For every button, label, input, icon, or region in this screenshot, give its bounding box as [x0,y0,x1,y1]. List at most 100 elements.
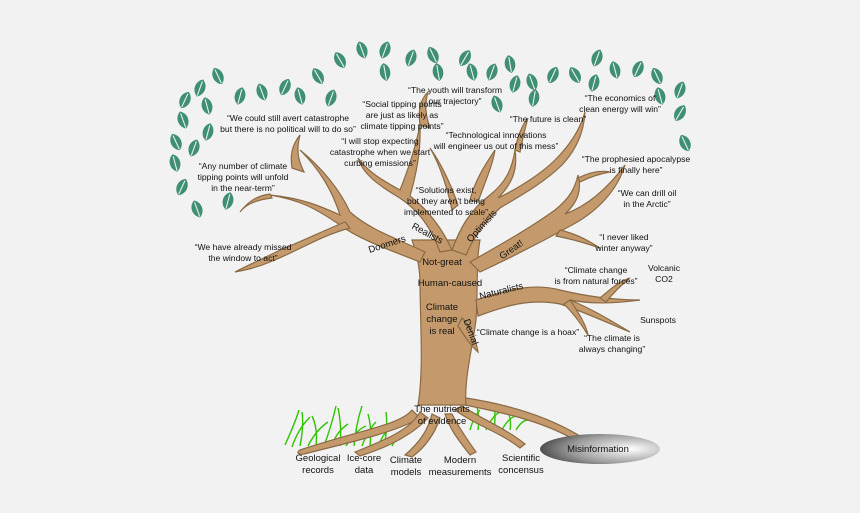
leaf-icon [402,47,420,69]
leaf-icon [167,152,183,174]
leaf-icon [166,131,186,153]
leaf-icon [565,64,585,86]
leaf-icon [188,198,206,220]
quote-solutions-1: “Solutions exist, [416,185,477,195]
root-models-1: Climate [390,455,422,466]
leaf-icon [423,44,443,66]
leaf-icon [232,85,248,107]
leaf-icon [588,47,606,69]
root-models-2: models [391,467,422,478]
quote-economics-1: “The economics of [585,93,656,103]
leaf-icon [174,109,192,131]
quote-youth-2: our trajectory” [428,96,481,106]
quote-stop-1: “I will stop expecting [341,136,419,146]
leaf-icon [488,93,506,115]
leaf-icon [353,39,371,61]
leaf-icon [670,102,690,124]
quote-missed-2: the window to act” [208,253,277,263]
root-labels: Geological records Ice-core data Climate… [296,453,544,478]
quote-tech-1: “Technological innovations [446,130,547,140]
leaf-icon [607,59,623,81]
root-icecore-1: Ice-core [347,453,381,464]
quote-drill-1: “We can drill oil [618,188,677,198]
quote-stop-3: curbing emissions” [344,158,416,168]
root-icecore-2: data [355,465,374,476]
quote-avert-1: “We could still avert catastrophe [227,113,349,123]
leaf-icon [671,79,689,101]
leaf-icon [507,73,523,95]
leaf-icon [208,65,228,87]
quote-any-number-3: in the near-term” [211,183,275,193]
quote-avert-2: but there is no political will to do so” [220,124,356,134]
real-label-1: Climate [426,302,458,313]
leaf-icon [308,65,328,87]
leaf-icon [502,53,518,75]
leaf-icon [464,61,480,83]
quote-social-2: are just as likely as [366,110,439,120]
leaf-icon [322,87,340,109]
quote-prophesied-2: is finally here” [609,165,662,175]
leaf-icon [185,137,203,159]
root-scientific-2: concensus [498,465,544,476]
leaf-icon [172,176,192,198]
leaf-icon [191,77,209,99]
quote-drill-2: in the Arctic” [623,199,670,209]
leaf-icon [526,87,542,109]
quote-natural-1: “Climate change [565,265,628,275]
root-modern-2: measurements [429,467,492,478]
quotes: “We could still avert catastrophe but th… [195,85,691,354]
leaf-icon [199,95,215,117]
leaf-icon [543,64,563,86]
quote-sunspots: Sunspots [640,315,676,325]
leaf-icon [377,61,393,83]
leaf-icon [253,81,271,103]
real-label-3: is real [429,326,454,337]
real-label-2: change [426,314,457,325]
root-scientific-1: Scientific [502,453,540,464]
nutrients-label-2: of evidence [418,416,467,427]
quote-missed-1: “We have already missed [195,242,292,252]
leaf-icon [330,49,350,71]
quote-clean: “The future is clean” [510,114,587,124]
leaf-icon [275,76,295,98]
quote-any-number-1: “Any number of climate [199,161,288,171]
leaf-icon [628,58,648,80]
not-great-label: Not-great [422,257,462,268]
quote-volcanic-1: Volcanic [648,263,681,273]
leaf-icon [586,72,602,94]
quote-hoax: “Climate change is a hoax” [477,327,579,337]
quote-stop-2: catastrophe when we start [330,147,431,157]
trunk-labels: Not-great Human-caused Climate change is… [414,257,482,427]
leaf-icon [175,89,195,111]
tree-trunk [234,89,641,458]
quote-social-1: “Social tipping points [362,99,441,109]
leaf-icon [647,65,667,87]
misinformation-badge: Misinformation [540,434,660,464]
quote-changing-1: “The climate is [584,333,640,343]
quote-natural-2: is from natural forces” [554,276,637,286]
quote-winter-2: winter anyway” [594,243,652,253]
misinformation-label: Misinformation [567,444,629,455]
leaf-icon [292,85,308,107]
leaf-icon [523,71,541,93]
leaf-icon [483,61,501,83]
quote-prophesied-1: “The prophesied apocalypse [582,154,691,164]
leaf-icon [430,61,446,83]
quote-social-3: climate tipping points” [360,121,443,131]
quote-economics-2: clean energy will win” [579,104,661,114]
quote-any-number-2: tipping points will unfold [198,172,289,182]
quote-changing-2: always changing” [579,344,646,354]
root-geological-2: records [302,465,334,476]
quote-volcanic-2: CO2 [655,274,673,284]
leaf-icon [220,190,236,212]
leaf-icon [376,39,394,61]
root-geological-1: Geological [296,453,341,464]
root-modern-1: Modern [444,455,476,466]
quote-solutions-2: but they aren’t being [407,196,485,206]
quote-winter-1: “I never liked [599,232,648,242]
quote-tech-2: will engineer us out of this mess” [433,141,559,151]
leaf-icon [675,132,695,154]
leaf-icon [200,121,216,143]
quote-youth-1: “The youth will transform [408,85,502,95]
